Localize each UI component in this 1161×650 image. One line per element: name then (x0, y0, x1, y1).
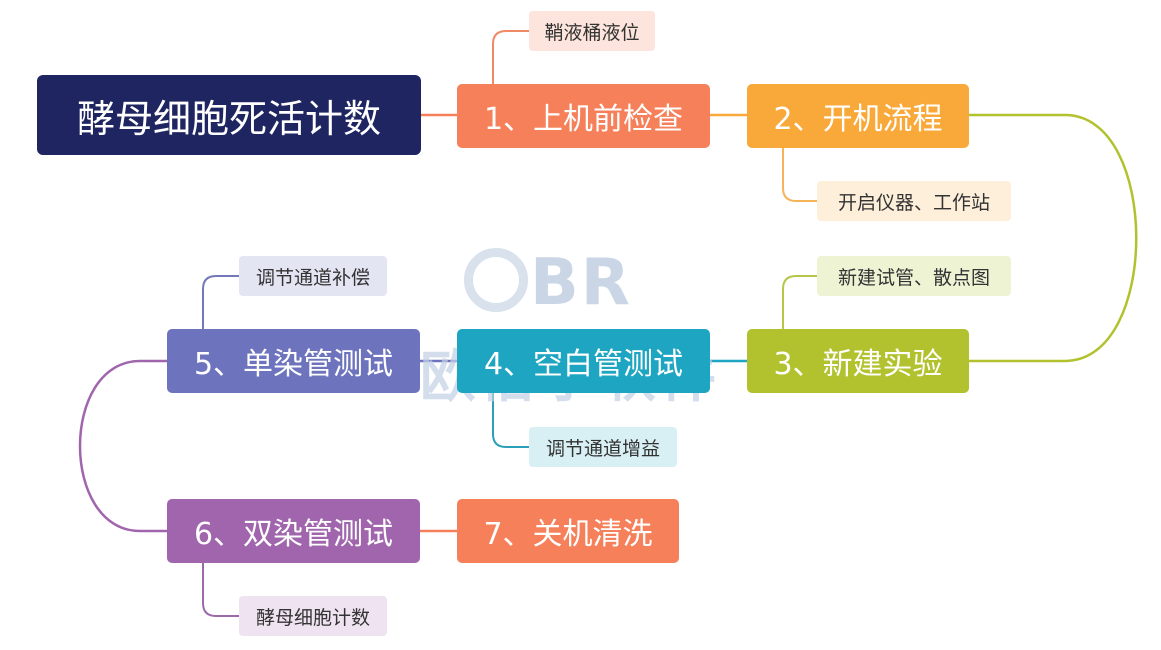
step-1-pre-check[interactable]: 1、上机前检查 (457, 84, 710, 148)
link-step3-detail (782, 275, 817, 329)
step-2-startup[interactable]: 2、开机流程 (747, 84, 969, 148)
detail-adjust-gain[interactable]: 调节通道增益 (529, 427, 677, 467)
link-step2-step3 (969, 113, 1138, 363)
detail-yeast-count[interactable]: 酵母细胞计数 (239, 596, 387, 636)
link-step1-detail (492, 30, 529, 84)
step-6-double-stain-test[interactable]: 6、双染管测试 (167, 499, 420, 563)
step-3-new-experiment[interactable]: 3、新建实验 (747, 329, 969, 393)
step-5-single-stain-test[interactable]: 5、单染管测试 (167, 329, 420, 393)
detail-new-tube-scatter[interactable]: 新建试管、散点图 (817, 256, 1011, 296)
link-step2-detail (782, 148, 817, 202)
detail-sheath-fluid-level[interactable]: 鞘液桶液位 (529, 11, 655, 51)
link-step6-detail (202, 563, 239, 617)
root-topic[interactable]: 酵母细胞死活计数 (37, 75, 421, 155)
link-step5-detail (202, 275, 239, 329)
detail-adjust-compensation[interactable]: 调节通道补偿 (239, 256, 387, 296)
link-step4-detail (492, 393, 529, 448)
link-step5-step6 (78, 359, 167, 533)
detail-start-instrument[interactable]: 开启仪器、工作站 (817, 181, 1011, 221)
step-7-shutdown-clean[interactable]: 7、关机清洗 (457, 499, 679, 563)
step-4-blank-tube-test[interactable]: 4、空白管测试 (457, 329, 710, 393)
